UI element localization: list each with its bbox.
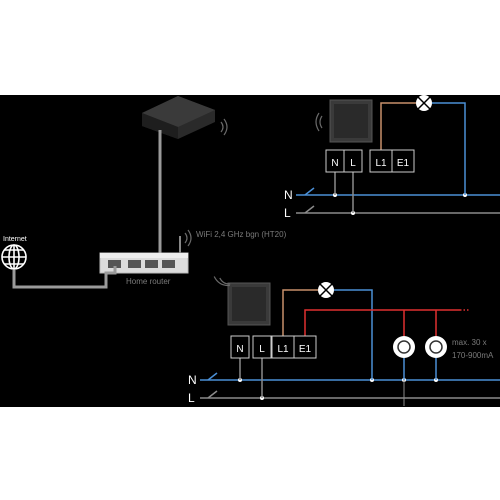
- internet-label: Internet: [3, 236, 27, 243]
- top-terminal-block: N L L1 E1: [325, 149, 415, 173]
- top-switch-wifi-icon: [315, 112, 323, 132]
- bottom-load-wire: [282, 289, 318, 337]
- bottom-switch-wifi-icon: [213, 276, 231, 287]
- top-switch-gap: [304, 187, 315, 196]
- hub-icon: [142, 96, 215, 139]
- top-terminal-l: L: [350, 158, 356, 169]
- max-load-line1: max. 30 x: [452, 338, 487, 347]
- bottom-terminal-block: N L L1 E1: [230, 335, 317, 359]
- diagram-background: [0, 95, 500, 407]
- top-terminal-n: N: [331, 158, 338, 169]
- bottom-wall-switch-icon: [227, 282, 271, 326]
- wifi-label: WiFi 2,4 GHz bgn (HT20): [196, 230, 287, 239]
- bottom-switch-gap: [207, 372, 218, 399]
- led-light-icon-2: [425, 336, 447, 358]
- bottom-lamp-neutral: [334, 289, 373, 380]
- top-switch-gap-l: [304, 205, 315, 214]
- bottom-e1-wire: [304, 309, 460, 337]
- bottom-terminal-e1: E1: [299, 344, 312, 355]
- bottom-terminal-l: L: [259, 344, 265, 355]
- globe-icon: [1, 244, 27, 270]
- top-bus-n-label: N: [284, 188, 293, 202]
- top-terminal-e1: E1: [397, 158, 410, 169]
- bottom-terminal-l1: L1: [277, 344, 289, 355]
- ethernet-cable-internet: [12, 266, 117, 289]
- router-label: Home router: [126, 277, 171, 286]
- router-wifi-signal-icon: [184, 229, 192, 247]
- bottom-lamp-icon: [318, 282, 334, 298]
- top-wall-switch-icon: [329, 99, 373, 143]
- top-lamp-neutral: [432, 102, 466, 195]
- top-terminal-l1: L1: [375, 158, 387, 169]
- router-icon: [99, 236, 189, 274]
- max-load-line2: 170-900mA: [452, 351, 494, 360]
- bottom-bus-l-label: L: [188, 391, 195, 405]
- bottom-bus-n-label: N: [188, 373, 197, 387]
- top-bus-l-label: L: [284, 206, 291, 220]
- top-lamp-icon: [416, 95, 432, 111]
- bottom-terminal-n: N: [236, 344, 243, 355]
- top-load-wire: [380, 102, 416, 152]
- led-light-icon-1: [393, 336, 415, 358]
- hub-wifi-signal-icon: [220, 118, 228, 136]
